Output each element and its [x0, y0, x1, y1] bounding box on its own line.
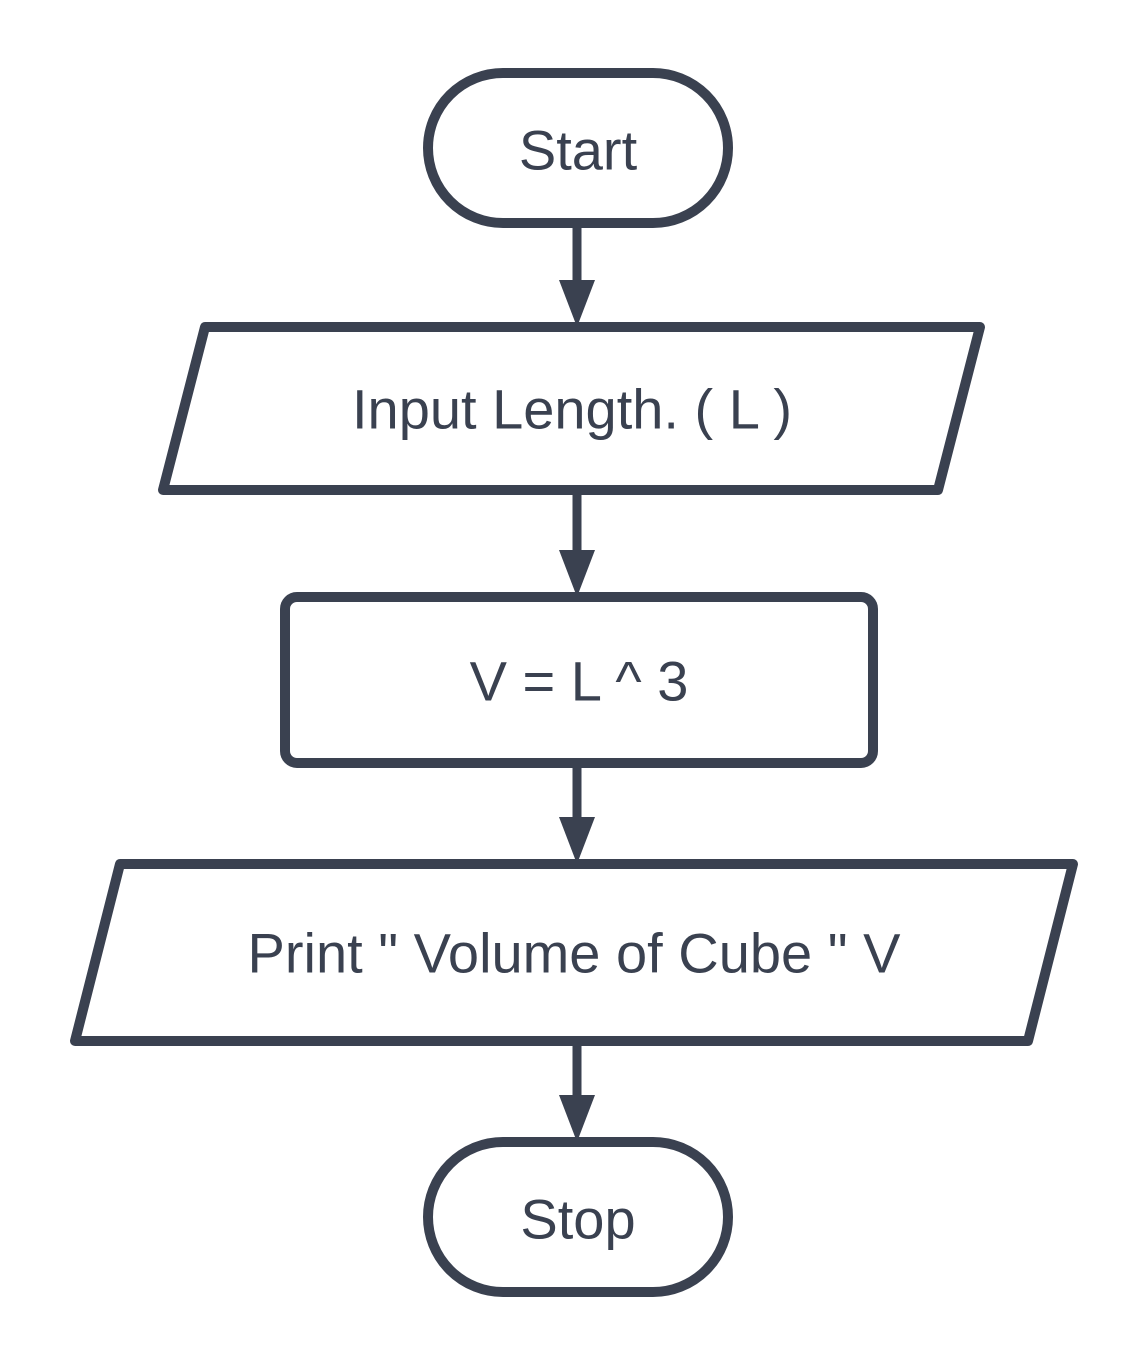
- node-label-output: Print " Volume of Cube " V: [248, 922, 902, 985]
- node-input: Input Length. ( L ): [158, 322, 985, 495]
- node-label-process: V = L ^ 3: [470, 650, 689, 713]
- edge-process-output: [559, 763, 595, 864]
- node-label-stop: Stop: [520, 1188, 635, 1251]
- node-process: V = L ^ 3: [280, 592, 878, 768]
- arrowhead-down-icon: [559, 1095, 595, 1142]
- node-start: Start: [423, 68, 733, 228]
- node-stop: Stop: [423, 1137, 733, 1297]
- arrowhead-down-icon: [559, 280, 595, 327]
- node-label-start: Start: [519, 119, 638, 182]
- arrowhead-down-icon: [559, 817, 595, 864]
- arrowhead-down-icon: [559, 550, 595, 597]
- edge-input-process: [559, 490, 595, 597]
- node-output: Print " Volume of Cube " V: [70, 859, 1078, 1046]
- parallelogram-shape-input: [158, 322, 985, 495]
- terminator-shape-stop: [423, 1137, 733, 1297]
- edge-start-input: [559, 223, 595, 327]
- parallelogram-shape-output: [70, 859, 1078, 1046]
- node-label-input: Input Length. ( L ): [352, 378, 792, 441]
- edge-output-stop: [559, 1041, 595, 1142]
